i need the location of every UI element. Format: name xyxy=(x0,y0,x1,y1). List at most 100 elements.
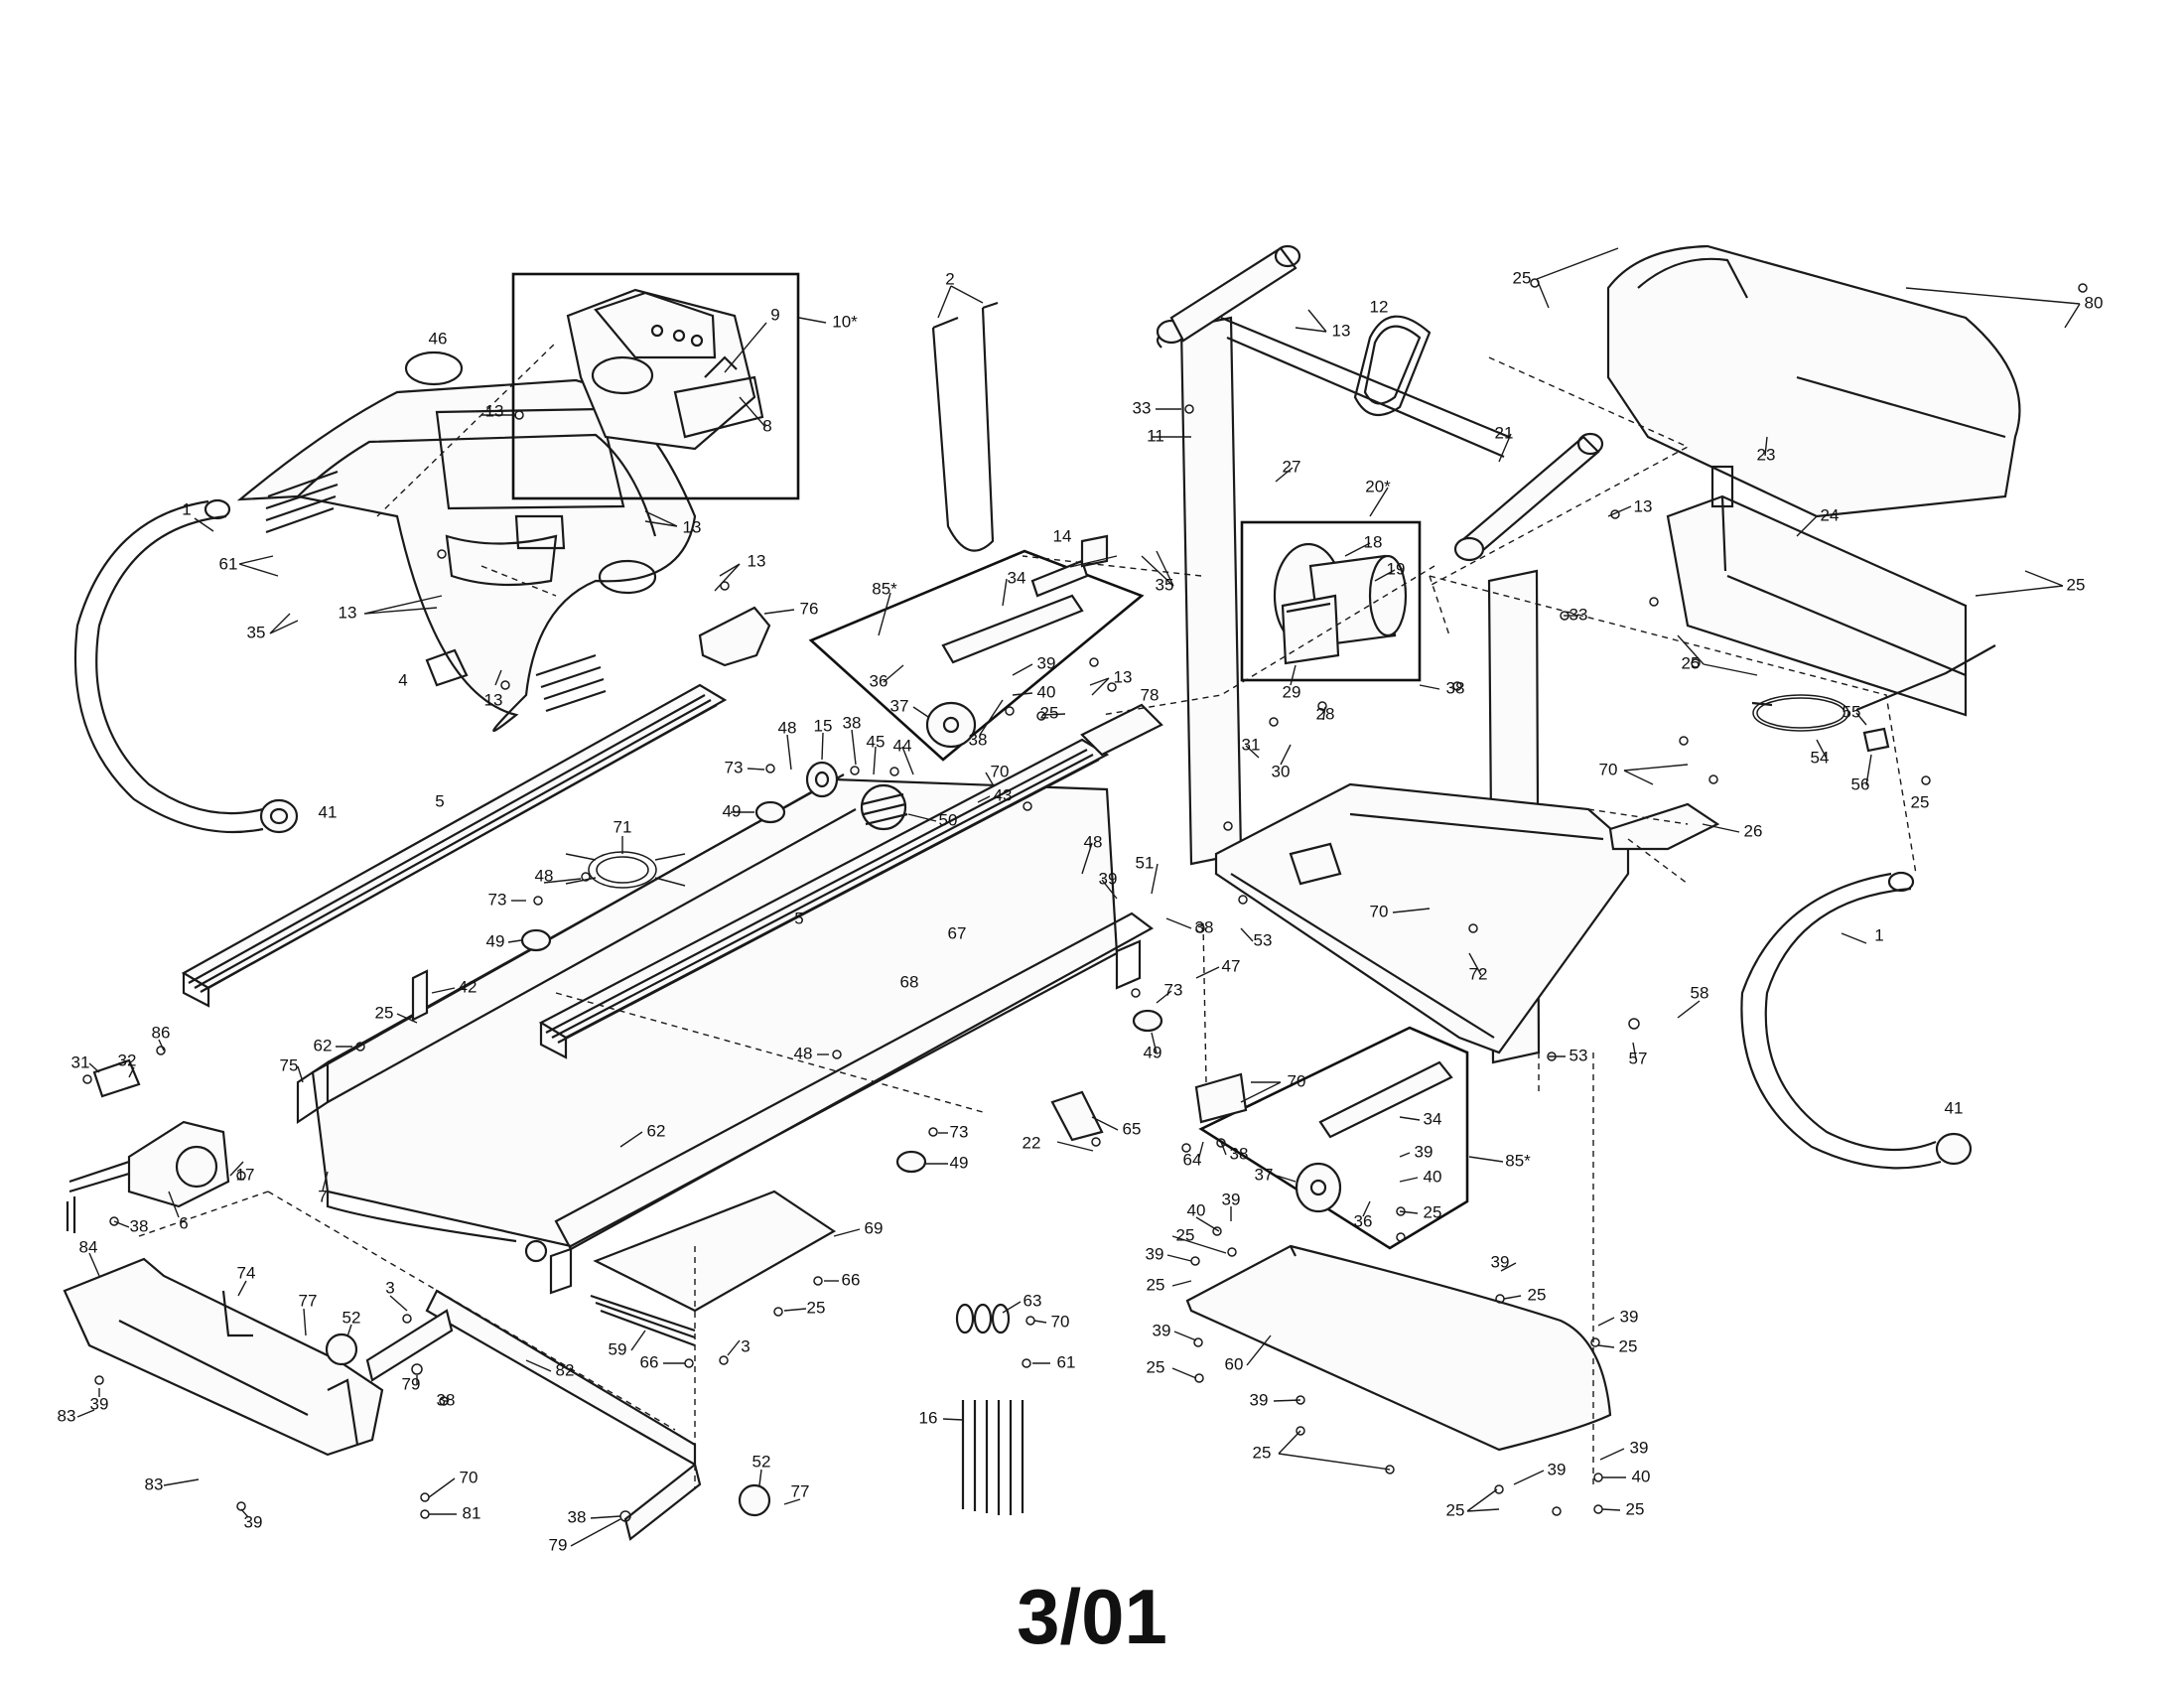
part-callout-c25d: 25 xyxy=(1040,703,1059,722)
part-callout-c22: 22 xyxy=(1023,1133,1041,1152)
part-callout-c29: 29 xyxy=(1283,682,1301,701)
part-callout-c62b: 62 xyxy=(647,1121,666,1140)
drive-motor-assembly xyxy=(66,1058,230,1233)
deck-frame xyxy=(296,738,1155,1295)
part-callout-c36b: 36 xyxy=(1354,1211,1373,1230)
part-callout-c25j: 25 xyxy=(1147,1275,1165,1294)
console-base xyxy=(236,351,697,732)
part-callout-c38a: 38 xyxy=(843,713,862,732)
part-callout-c16: 16 xyxy=(919,1408,938,1427)
motor-inset xyxy=(1240,520,1422,682)
part-callout-c73c: 73 xyxy=(1164,980,1183,999)
part-callout-c63: 63 xyxy=(1024,1291,1042,1310)
part-callout-c59: 59 xyxy=(609,1339,627,1358)
part-callout-c39l: 39 xyxy=(90,1394,109,1413)
part-callout-c74: 74 xyxy=(237,1263,256,1282)
part-callout-c56: 56 xyxy=(1851,774,1870,793)
electronics-tray xyxy=(1666,465,1996,753)
part-callout-c13a: 13 xyxy=(485,401,504,420)
motor-hood xyxy=(63,1257,384,1457)
part-callout-c20: 20* xyxy=(1365,477,1391,495)
part-callout-c30: 30 xyxy=(1272,762,1291,780)
bracket-upright xyxy=(698,606,771,667)
base-frame xyxy=(1214,782,1630,1054)
part-callout-c25n: 25 xyxy=(1253,1443,1272,1462)
part-callout-c41a: 41 xyxy=(319,802,338,821)
handlebar-left xyxy=(73,498,299,834)
part-callout-c46: 46 xyxy=(429,329,448,348)
part-callout-c85a: 85* xyxy=(872,579,897,598)
part-callout-c25b: 25 xyxy=(2067,575,2086,594)
crossbar-top xyxy=(1220,316,1510,459)
part-callout-c39b: 39 xyxy=(1099,869,1118,888)
part-callout-c48c: 48 xyxy=(1084,832,1103,851)
part-callout-c25f: 25 xyxy=(375,1003,394,1022)
bracket-14 xyxy=(1080,534,1109,568)
part-callout-c86: 86 xyxy=(152,1023,171,1042)
part-callout-c13f: 13 xyxy=(1332,321,1351,340)
part-callout-c21: 21 xyxy=(1495,423,1514,442)
part-callout-c24: 24 xyxy=(1821,505,1840,524)
decal xyxy=(425,648,469,687)
part-callout-c25p: 25 xyxy=(1446,1500,1465,1519)
part-callout-c40d: 40 xyxy=(1632,1467,1651,1485)
part-callout-c31b: 31 xyxy=(1242,735,1261,754)
part-callout-c40a: 40 xyxy=(1037,682,1056,701)
part-callout-c70a: 70 xyxy=(991,762,1010,780)
part-callout-c73b: 73 xyxy=(488,890,507,909)
part-callout-c38f: 38 xyxy=(130,1216,149,1235)
part-callout-c25o: 25 xyxy=(1626,1499,1645,1518)
floor-pad xyxy=(590,1294,696,1347)
part-callout-c38d: 38 xyxy=(1195,917,1214,936)
part-callout-c75: 75 xyxy=(280,1055,299,1074)
part-callout-c61a: 61 xyxy=(219,554,238,573)
part-callout-c38c: 38 xyxy=(1446,678,1465,697)
allen-wrench xyxy=(221,1290,253,1337)
bracket-42 xyxy=(411,969,429,1022)
part-callout-c38g: 38 xyxy=(437,1390,456,1409)
part-callout-c68: 68 xyxy=(900,972,919,991)
base-pan xyxy=(1185,1244,1612,1452)
part-callout-c17: 17 xyxy=(236,1165,255,1184)
part-callout-c81: 81 xyxy=(463,1503,481,1522)
part-callout-c64: 64 xyxy=(1183,1150,1202,1169)
part-callout-c33a: 33 xyxy=(1133,398,1152,417)
part-callout-c48a: 48 xyxy=(778,718,797,737)
part-callout-c69: 69 xyxy=(865,1218,884,1237)
part-callout-c70c: 70 xyxy=(1370,902,1389,920)
part-callout-c66b: 66 xyxy=(640,1352,659,1371)
wire-clips xyxy=(955,1303,1011,1334)
part-callout-c39a: 39 xyxy=(1037,653,1056,672)
part-callout-c70f: 70 xyxy=(460,1468,478,1486)
part-callout-c71: 71 xyxy=(614,817,632,836)
part-callout-c1b: 1 xyxy=(1874,925,1883,944)
motor-belt-12 xyxy=(1353,315,1432,417)
part-callout-c25m: 25 xyxy=(1619,1336,1638,1355)
part-callout-c49c: 49 xyxy=(1144,1043,1162,1061)
part-callout-c48d: 48 xyxy=(794,1044,813,1062)
part-callout-c53b: 53 xyxy=(1570,1046,1588,1064)
part-callout-c27: 27 xyxy=(1283,457,1301,476)
part-callout-c25c: 25 xyxy=(1682,653,1701,672)
part-callout-c70d: 70 xyxy=(1288,1071,1306,1090)
part-callout-c39e: 39 xyxy=(1146,1244,1164,1263)
part-callout-c39i: 39 xyxy=(1250,1390,1269,1409)
part-callout-c37a: 37 xyxy=(890,696,909,715)
part-callout-c35a: 35 xyxy=(247,623,266,641)
part-callout-c84: 84 xyxy=(79,1237,98,1256)
part-callout-c43: 43 xyxy=(994,785,1013,804)
part-callout-c13e: 13 xyxy=(748,551,766,570)
page-number: 3/01 xyxy=(1017,1573,1167,1660)
part-callout-c39j: 39 xyxy=(1630,1438,1649,1457)
bracket-65 xyxy=(1050,1090,1104,1142)
part-callout-c13d: 13 xyxy=(484,690,503,709)
part-callout-c49b: 49 xyxy=(486,931,505,950)
part-callout-c13g: 13 xyxy=(1634,496,1653,515)
motor-cover xyxy=(593,1190,837,1313)
part-callout-c11: 11 xyxy=(1147,426,1164,445)
part-callout-c25h: 25 xyxy=(1424,1202,1442,1221)
bracket-26 xyxy=(1608,802,1720,851)
part-callout-c67: 67 xyxy=(948,923,967,942)
